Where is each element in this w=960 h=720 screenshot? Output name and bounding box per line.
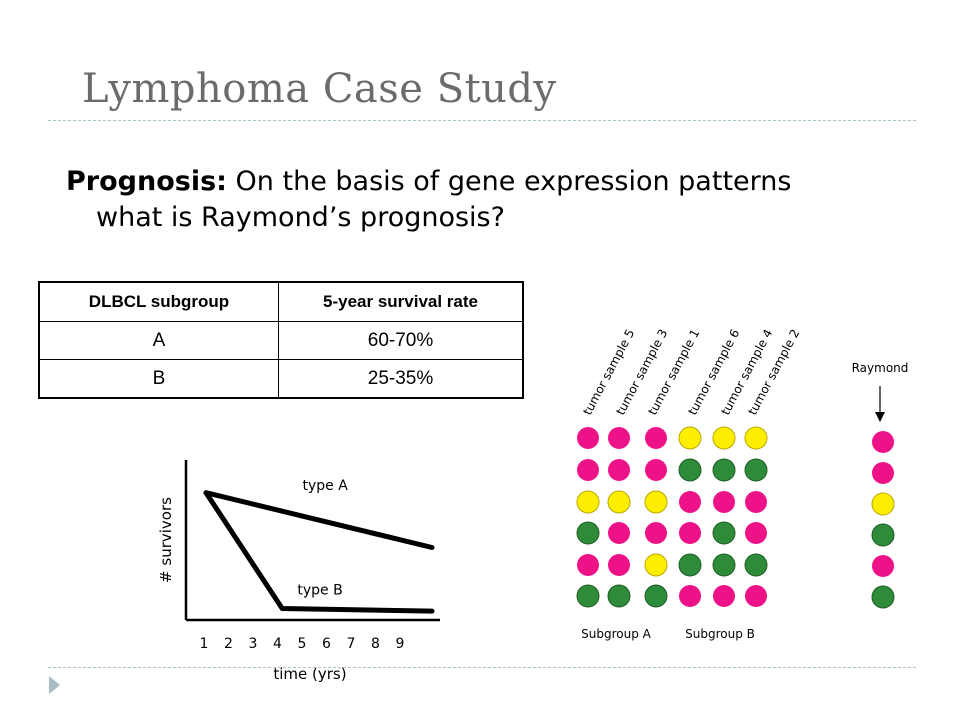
- header-survival-rate: 5-year survival rate: [278, 281, 524, 322]
- expression-dot-green: [576, 521, 600, 545]
- expression-dot-yellow: [607, 490, 631, 514]
- expression-dot-pink: [645, 522, 667, 544]
- subgroup-b-label: Subgroup B: [685, 627, 755, 641]
- expression-dot-pink: [713, 491, 735, 513]
- x-tick-label: 9: [396, 636, 405, 652]
- expression-dot-green: [678, 553, 702, 577]
- x-tick-label: 6: [322, 636, 331, 652]
- table-header-row: DLBCL subgroup 5-year survival rate: [38, 281, 524, 322]
- x-tick-label: 5: [298, 636, 307, 652]
- title-divider: [48, 120, 916, 121]
- x-tick-label: 2: [224, 636, 233, 652]
- x-tick-label: 7: [347, 636, 356, 652]
- series-label-type-a: type A: [303, 478, 349, 494]
- x-tick-label: 4: [273, 636, 282, 652]
- expression-dot-green: [744, 553, 768, 577]
- expression-dot-green: [712, 458, 736, 482]
- table-row: A 60-70%: [38, 321, 524, 360]
- x-tick-label: 1: [200, 636, 209, 652]
- raymond-column: [871, 431, 895, 609]
- series-layer: type A type B: [203, 478, 435, 614]
- expression-dot-yellow: [644, 553, 668, 577]
- expression-dot-pink: [679, 585, 701, 607]
- expression-dot-yellow: [576, 490, 600, 514]
- slide-nav-arrow-icon: [49, 676, 60, 694]
- expression-dot-pink: [745, 522, 767, 544]
- expression-dot-pink: [608, 459, 630, 481]
- expression-dot-green: [644, 584, 668, 608]
- cell-survival-rate: 60-70%: [278, 321, 524, 360]
- raymond-dot-yellow: [871, 492, 895, 516]
- raymond-arrow-icon: [875, 412, 885, 422]
- expression-dot-yellow: [744, 426, 768, 450]
- x-tick-label: 3: [249, 636, 258, 652]
- footer-divider: [48, 667, 916, 668]
- series-line-type-b: [203, 490, 435, 614]
- expression-dot-pink: [713, 585, 735, 607]
- raymond-dot-pink: [872, 555, 894, 577]
- expression-dot-pink: [608, 554, 630, 576]
- expression-dot-pink: [608, 522, 630, 544]
- prognosis-label: Prognosis:: [66, 166, 227, 197]
- expression-dot-pink: [645, 427, 667, 449]
- raymond-label: Raymond: [852, 361, 909, 375]
- raymond-dot-green: [871, 585, 895, 609]
- prognosis-question: Prognosis: On the basis of gene expressi…: [66, 164, 906, 236]
- raymond-dot-pink: [872, 431, 894, 453]
- expression-dot-green: [678, 458, 702, 482]
- x-tick-label: 8: [371, 636, 380, 652]
- slide-title: Lymphoma Case Study: [82, 66, 557, 112]
- expression-dot-green: [712, 553, 736, 577]
- expression-dot-pink: [745, 585, 767, 607]
- expression-dot-yellow: [678, 426, 702, 450]
- cell-survival-rate: 25-35%: [278, 359, 524, 399]
- expression-dot-pink: [679, 491, 701, 513]
- series-label-type-b: type B: [297, 583, 342, 599]
- header-subgroup: DLBCL subgroup: [38, 281, 279, 322]
- y-axis-label: # survivors: [157, 497, 175, 583]
- expression-dot-pink: [645, 459, 667, 481]
- x-axis-label: time (yrs): [273, 665, 346, 683]
- expression-dot-pink: [745, 491, 767, 513]
- expression-dot-green: [607, 584, 631, 608]
- expression-dot-green: [744, 458, 768, 482]
- question-line-1: On the basis of gene expression patterns: [235, 166, 792, 197]
- series-line-type-a: [203, 490, 435, 550]
- expression-dot-green: [712, 521, 736, 545]
- subgroup-a-label: Subgroup A: [581, 627, 652, 641]
- raymond-dot-green: [871, 523, 895, 547]
- question-line-2: what is Raymond’s prognosis?: [96, 202, 505, 233]
- cell-subgroup: A: [38, 321, 279, 360]
- expression-dot-pink: [577, 554, 599, 576]
- cell-subgroup: B: [38, 359, 279, 399]
- expression-dot-pink: [679, 522, 701, 544]
- survival-table: DLBCL subgroup 5-year survival rate A 60…: [38, 281, 524, 399]
- expression-dot-green: [576, 584, 600, 608]
- expression-dot-yellow: [644, 490, 668, 514]
- expression-dot-yellow: [712, 426, 736, 450]
- table-row: B 25-35%: [38, 359, 524, 399]
- expression-dot-pink: [577, 459, 599, 481]
- expression-dot-pink: [608, 427, 630, 449]
- raymond-dot-pink: [872, 462, 894, 484]
- expression-dot-pink: [577, 427, 599, 449]
- expression-dot-grid: [576, 426, 768, 608]
